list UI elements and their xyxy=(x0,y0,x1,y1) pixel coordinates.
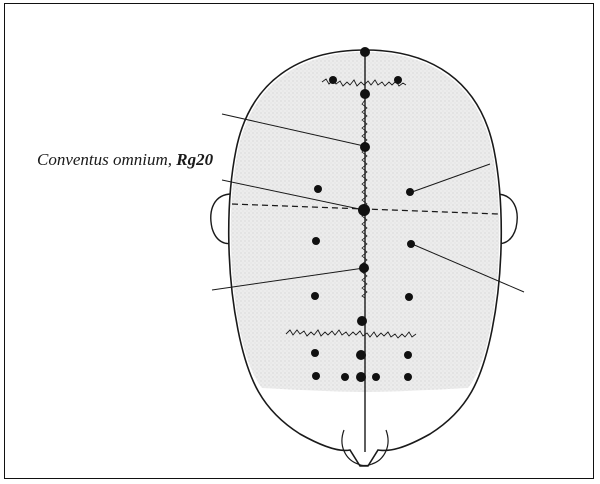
acupoint xyxy=(312,237,320,245)
acupoint xyxy=(406,188,414,196)
acupoint xyxy=(359,263,369,273)
point-code: Rg20 xyxy=(176,150,213,169)
acupoint xyxy=(356,350,366,360)
acupoint xyxy=(394,76,402,84)
acupoint xyxy=(311,349,319,357)
acupoint xyxy=(356,372,366,382)
acupoint xyxy=(404,373,412,381)
acupoint-rg20 xyxy=(358,204,370,216)
acupoint xyxy=(405,293,413,301)
acupoint xyxy=(312,372,320,380)
acupoint xyxy=(360,47,370,57)
point-name: Conventus omnium, xyxy=(37,150,172,169)
acupoint xyxy=(360,89,370,99)
acupoint xyxy=(311,292,319,300)
acupoint xyxy=(404,351,412,359)
acupoint xyxy=(341,373,349,381)
acupoint xyxy=(314,185,322,193)
acupoint xyxy=(360,142,370,152)
point-label: Conventus omnium, Rg20 xyxy=(37,148,213,172)
acupoint xyxy=(357,316,367,326)
acupoint xyxy=(329,76,337,84)
acupoint xyxy=(407,240,415,248)
acupoint xyxy=(372,373,380,381)
